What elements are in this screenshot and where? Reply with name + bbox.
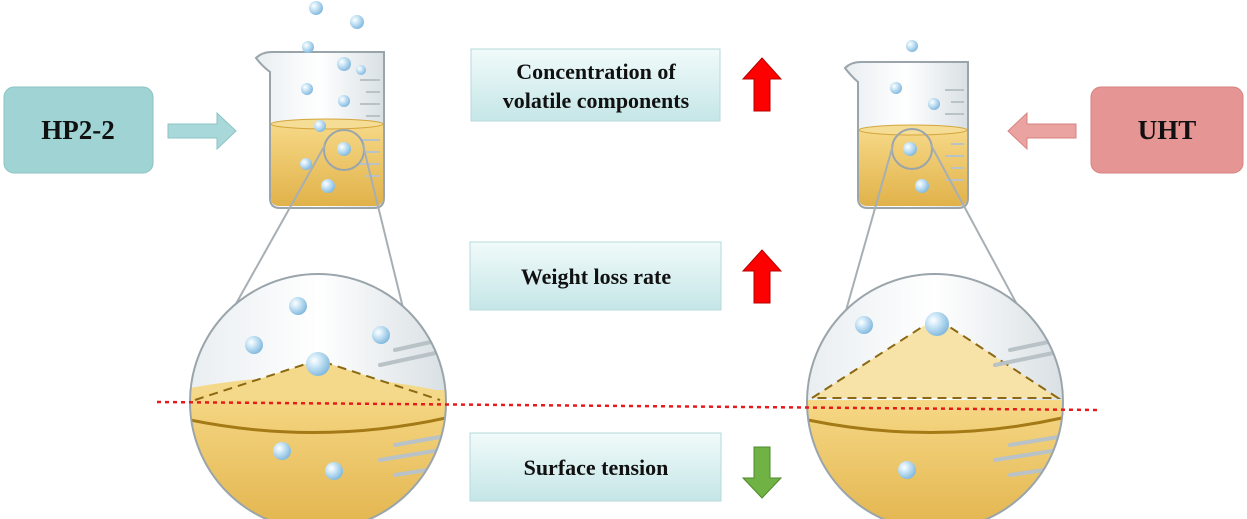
right-feed-arrow	[1007, 111, 1077, 151]
right-beaker-bubbles	[890, 40, 940, 193]
property-label: Surface tension	[524, 455, 669, 480]
bubble-icon	[309, 1, 323, 15]
bubble-icon	[928, 98, 940, 110]
property-label: Weight loss rate	[521, 264, 672, 289]
bubble-icon	[898, 461, 916, 479]
bubble-icon	[301, 83, 313, 95]
right-surface-profile	[808, 316, 1062, 399]
bubble-icon	[915, 179, 929, 193]
right-beaker-icon	[843, 61, 969, 209]
right-magnified-view	[806, 273, 1064, 519]
reference-level-line	[156, 400, 1101, 412]
bubble-icon	[306, 352, 330, 376]
zoom-connector-lines	[227, 144, 1021, 319]
left-sample-label: HP2-2	[41, 115, 115, 145]
trend-up-arrow-icon	[741, 57, 783, 112]
left-sample-box: HP2-2	[3, 86, 154, 174]
property-label-line1: Concentration of	[516, 59, 676, 84]
bubble-icon	[314, 120, 326, 132]
bubble-icon	[273, 442, 291, 460]
bubble-icon	[356, 65, 366, 75]
bubble-icon	[337, 57, 351, 71]
bubble-icon	[906, 40, 918, 52]
bubble-icon	[325, 462, 343, 480]
bubble-icon	[350, 15, 364, 29]
bubble-icon	[855, 316, 873, 334]
property-box-surface-tension: Surface tension	[469, 432, 722, 502]
left-beaker-bubbles	[300, 1, 366, 193]
bubble-icon	[337, 142, 351, 156]
bubble-icon	[245, 336, 263, 354]
bubble-icon	[321, 179, 335, 193]
left-surface-profile	[194, 358, 441, 401]
bubble-icon	[289, 297, 307, 315]
bubble-icon	[890, 82, 902, 94]
left-feed-arrow	[167, 111, 237, 151]
bubble-icon	[925, 312, 949, 336]
right-sample-box: UHT	[1090, 86, 1244, 174]
left-magnified-view	[189, 273, 447, 519]
property-label-line2: volatile components	[503, 88, 690, 113]
bubble-icon	[372, 326, 390, 344]
trend-up-arrow-icon	[741, 249, 783, 304]
property-box-volatile: Concentration of volatile components	[470, 48, 721, 122]
right-sample-label: UHT	[1138, 115, 1197, 145]
bubble-icon	[300, 158, 312, 170]
bubble-icon	[338, 95, 350, 107]
bubble-icon	[903, 142, 917, 156]
trend-down-arrow-icon	[741, 446, 783, 499]
property-box-weight-loss: Weight loss rate	[469, 241, 722, 311]
bubble-icon	[302, 41, 314, 53]
